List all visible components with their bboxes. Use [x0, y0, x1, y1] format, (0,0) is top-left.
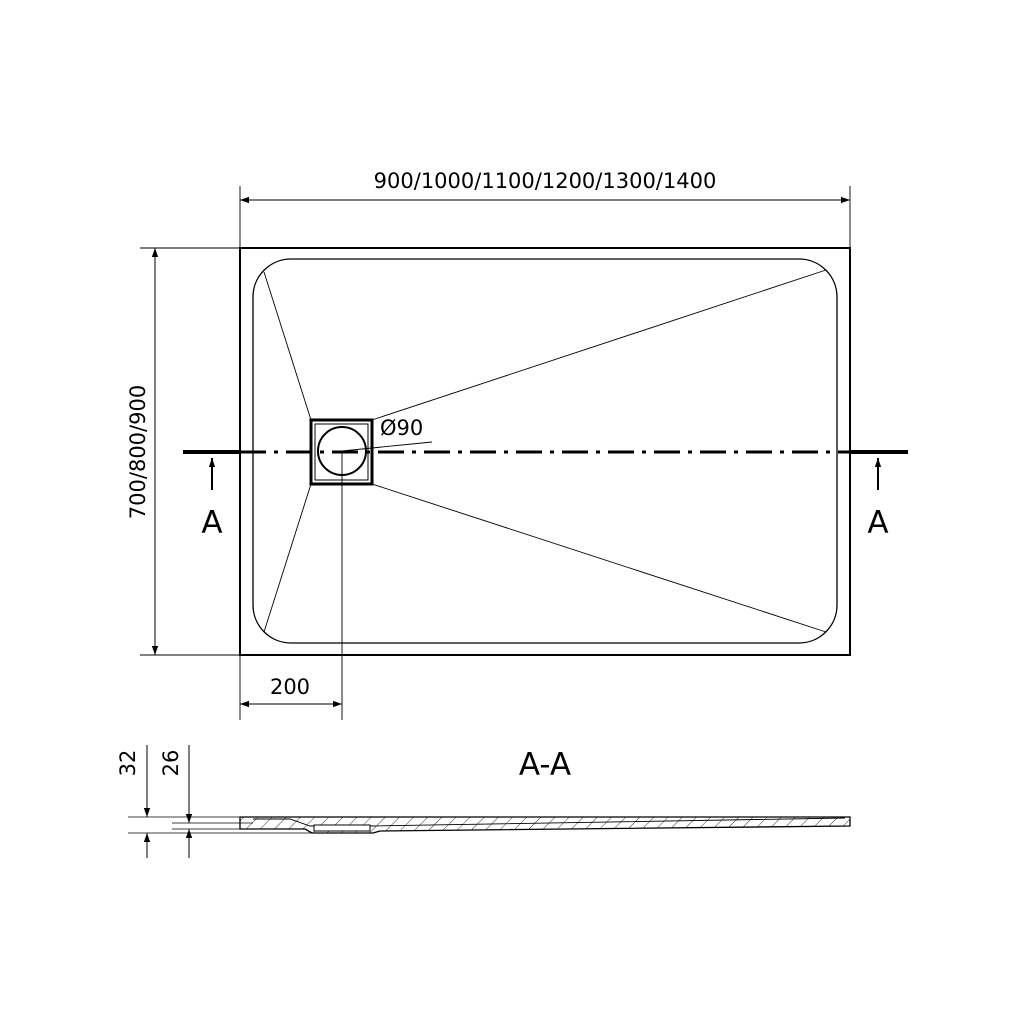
width-label: 900/1000/1100/1200/1300/1400 — [374, 169, 717, 193]
total-height-dimension: 32 — [116, 745, 312, 858]
depth-label: 700/800/900 — [126, 385, 150, 519]
total-height-label: 32 — [116, 750, 140, 777]
depth-dimension: 700/800/900 — [126, 247, 240, 656]
section-marker-right: A — [867, 505, 888, 541]
rim-height-dimension: 26 — [159, 745, 253, 858]
basin-surface — [253, 817, 846, 827]
drain-diameter-label: Ø90 — [380, 416, 423, 440]
drain-offset-label: 200 — [270, 675, 310, 699]
slope-lines — [263, 269, 827, 633]
plan-view: Ø90 A A 900/1000/1100/1200/1300/1400 700… — [126, 169, 908, 720]
width-dimension: 900/1000/1100/1200/1300/1400 — [239, 169, 851, 248]
drain-recess — [313, 824, 371, 832]
section-title: A-A — [519, 747, 571, 783]
tray-profile — [239, 816, 851, 834]
section-marker-left: A — [201, 505, 222, 541]
rim-height-label: 26 — [159, 750, 183, 777]
drain-offset-dimension: 200 — [239, 451, 343, 720]
section-view: A-A 32 26 — [116, 745, 851, 858]
diameter-leader — [341, 441, 433, 452]
